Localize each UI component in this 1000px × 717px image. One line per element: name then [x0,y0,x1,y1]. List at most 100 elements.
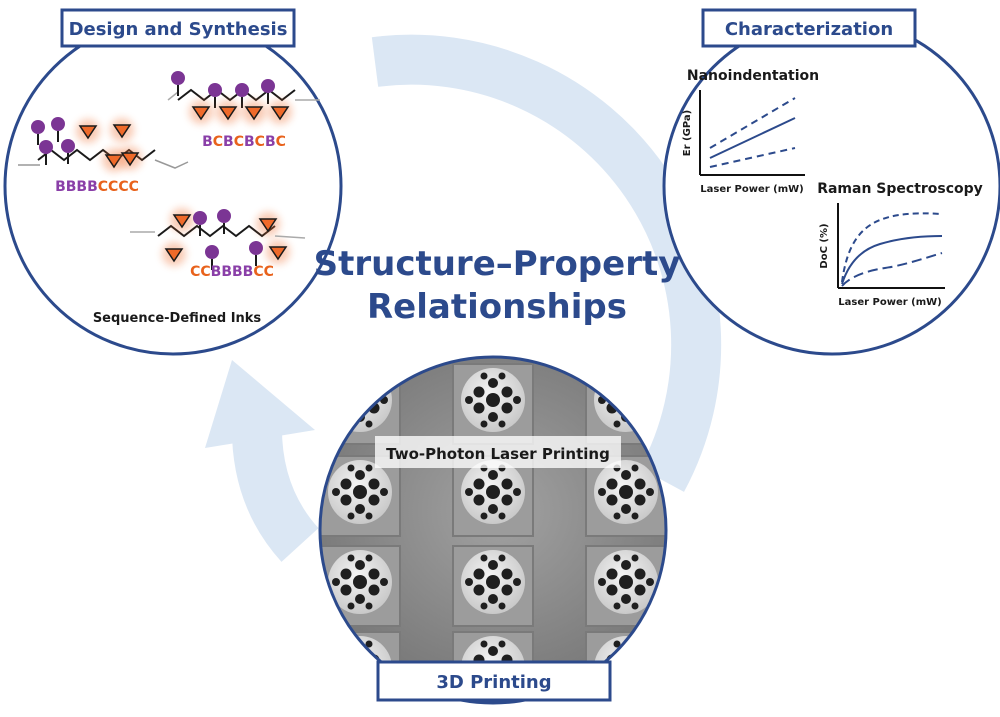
lattice-pore [513,396,521,404]
lattice-pore [631,464,639,472]
lattice-pore [480,420,488,428]
lattice-pore [332,396,340,404]
lattice-pore [634,494,646,506]
nanoindentation-mean-line [709,117,796,159]
purple-monomer [51,117,65,131]
nanoindentation-y-label: Er (GPa) [682,110,693,156]
lattice-pore [368,568,380,580]
lattice-pore [365,464,373,472]
lattice-pore [488,560,498,570]
lattice-pore [353,661,367,675]
lattice-pore [340,494,352,506]
printing-banner-box [375,436,621,468]
lattice-pore [347,602,355,610]
nanoindentation-lower-bound [709,147,796,168]
lattice-pore [634,402,646,414]
lattice-pore [498,372,506,380]
characterization-tag-label: Characterization [725,19,893,40]
lattice-pore [480,554,488,562]
lattice-pore [340,386,352,398]
lattice-pore [498,512,506,520]
polymer-backbone [177,88,296,102]
sequence-part: CC [253,264,274,280]
lattice-pore [365,554,373,562]
sequence-label-2: BCBCBCBC [202,134,286,150]
lattice-pore [646,664,654,672]
lattice-pore [634,670,646,682]
lattice-pore [340,584,352,596]
lattice-pore [488,412,498,422]
lattice-pore [473,386,485,398]
lattice-pore [501,402,513,414]
lattice-pore [340,670,352,682]
lattice-pore [646,488,654,496]
lattice-pore [606,568,618,580]
lattice-pore [606,386,618,398]
purple-monomer [61,139,75,153]
printing-banner-text: Two-Photon Laser Printing [386,445,610,463]
lattice-pore [368,494,380,506]
lattice-pore [332,488,340,496]
lattice-pore [598,578,606,586]
lattice-pore [347,512,355,520]
lattice-pore [501,386,513,398]
lattice-pore [498,602,506,610]
purple-monomer [31,120,45,134]
orange-monomer [258,218,278,233]
lattice-pore [646,578,654,586]
lattice-pore [631,640,639,648]
sequence-part: B [244,134,255,150]
lattice-pore [619,661,633,675]
raman-mean-curve [841,235,943,285]
lattice-pore [501,568,513,580]
lattice-pore [613,372,621,380]
lattice-pore [355,594,365,604]
sequence-part: CC [190,264,211,280]
lattice-pore [634,584,646,596]
lattice-pore [365,512,373,520]
lattice-pore [365,372,373,380]
lattice-pore [473,478,485,490]
sequence-part: C [255,134,265,150]
printing-tag-label: 3D Printing [436,672,551,693]
lattice-pore [355,504,365,514]
purple-monomer [217,209,231,223]
end-group [154,159,189,169]
printing-tag: 3D Printing [376,660,612,702]
lattice-pore [465,578,473,586]
design-tag: Design and Synthesis [60,8,296,48]
lattice-pore [355,646,365,656]
lattice-pore [368,478,380,490]
purple-monomer [235,83,249,97]
lattice-pore [473,402,485,414]
lattice-pore [498,640,506,648]
lattice-pore [480,640,488,648]
characterization-panel: Nanoindentation Laser Power (mW) Er (GPa… [662,16,1000,356]
lattice-pore [486,575,500,589]
raman-lower-curve [841,252,943,287]
lattice-pore [332,578,340,586]
design-panel: BBBBCCCC BCBCBCBC CCBBBBCC Sequence-Defi… [3,16,343,356]
lattice-pore [621,680,631,690]
lattice-pore [634,478,646,490]
lattice-pore [365,420,373,428]
lattice-pore [488,470,498,480]
lattice-pore [631,602,639,610]
lattice-pore [347,640,355,648]
lattice-pore [368,584,380,596]
characterization-tag-box [701,8,917,48]
center-title-line-2: Relationships [367,287,627,327]
raman-y-label: DoC (%) [819,223,830,268]
lattice-pore [347,464,355,472]
design-caption: Sequence-Defined Inks [93,311,262,326]
lattice-pore [473,584,485,596]
lattice-pore [480,372,488,380]
lattice-pore [501,584,513,596]
lattice-pore [631,688,639,696]
lattice-pore [498,420,506,428]
purple-monomer [205,245,219,259]
lattice-pore [355,560,365,570]
lattice-pore [606,478,618,490]
lattice-pore [621,470,631,480]
